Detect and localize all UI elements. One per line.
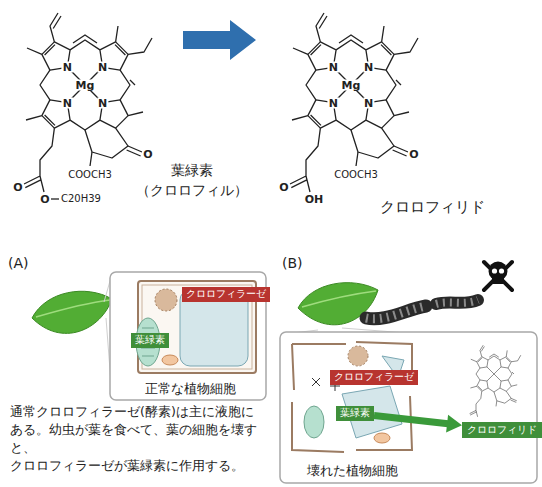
nucleus: [348, 346, 368, 366]
pigment-label: 葉緑素: [131, 333, 169, 348]
atom-label: N: [97, 97, 108, 108]
cell-caption: 壊れた植物細胞: [286, 463, 418, 478]
atom-label: OH: [304, 194, 325, 205]
compound-name: クロロフィリド: [380, 200, 485, 215]
explanation-note: 通常クロロフィラーゼ(酵素)は主に液胞に ある。幼虫が葉を食べて、葉の細胞を壊す…: [10, 403, 268, 476]
reaction-arrow: [183, 20, 256, 60]
box-text: 葉緑素: [135, 335, 165, 346]
atom-label: Mg: [341, 80, 362, 91]
box-text: 葉緑素: [340, 408, 370, 419]
box-text: クロロフィラーゼ: [334, 372, 414, 383]
atom-label: O: [408, 149, 419, 160]
chloroplast: [304, 406, 324, 438]
leaf: [32, 291, 112, 333]
atom-label: N: [62, 97, 73, 108]
atom-label: N: [328, 97, 339, 108]
caterpillar-segments: [366, 306, 426, 319]
caterpillar: [436, 300, 478, 304]
atom-label: Mg: [75, 80, 96, 91]
leaf-vein: [36, 300, 110, 317]
atom-label: N: [328, 62, 339, 73]
cell-caption: 正常な植物細胞: [120, 381, 260, 396]
compound-name: 葉緑素 （クロロフィル）: [132, 160, 252, 201]
small-chlorophyllide-structure: [470, 345, 521, 417]
atom-label: N: [363, 97, 374, 108]
chlorophyll-structure: [24, 13, 152, 192]
atom-label: O: [39, 194, 50, 205]
mitochondrion: [374, 433, 390, 443]
group-label: COOCH3: [67, 170, 113, 180]
skull-symbol: [484, 262, 512, 291]
atom-label: O: [12, 182, 23, 193]
enzyme-label: クロロフィラーゼ: [182, 287, 270, 302]
ester-bond: [51, 198, 59, 199]
group-label: C20H39: [60, 194, 102, 204]
box-text: クロロフィラーゼ: [186, 289, 266, 300]
inset-frame: [110, 272, 266, 400]
caterpillar: [366, 306, 426, 319]
atom-label: N: [97, 62, 108, 73]
atom-label: O: [142, 149, 153, 160]
atom-label: O: [278, 182, 289, 193]
caterpillar-segments: [436, 300, 478, 304]
arrow-head: [446, 415, 462, 433]
product-label: クロロフィリド: [462, 422, 542, 438]
group-label: COOCH3: [333, 170, 379, 180]
atom-label: N: [62, 62, 73, 73]
pigment-label: 葉緑素: [336, 406, 374, 421]
plant-cell: 正常な植物細胞クロロフィラーゼ葉緑素: [120, 278, 260, 396]
panel-letter: (B): [282, 256, 303, 270]
broken-cell-wall: [292, 342, 412, 452]
broken-plant-cell: 壊れた植物細胞 クロロフィラーゼ葉緑素: [286, 338, 418, 478]
box-text: クロロフィリド: [467, 424, 537, 436]
nucleus: [155, 289, 177, 311]
enzyme-label: クロロフィラーゼ: [330, 370, 418, 385]
atom-label: N: [363, 62, 374, 73]
inset-frame: [280, 332, 537, 483]
mitochondrion: [162, 355, 178, 365]
leaf-vein: [302, 291, 376, 307]
panel-letter: (A): [8, 256, 29, 270]
chlorophyllide-structure: [290, 13, 418, 192]
